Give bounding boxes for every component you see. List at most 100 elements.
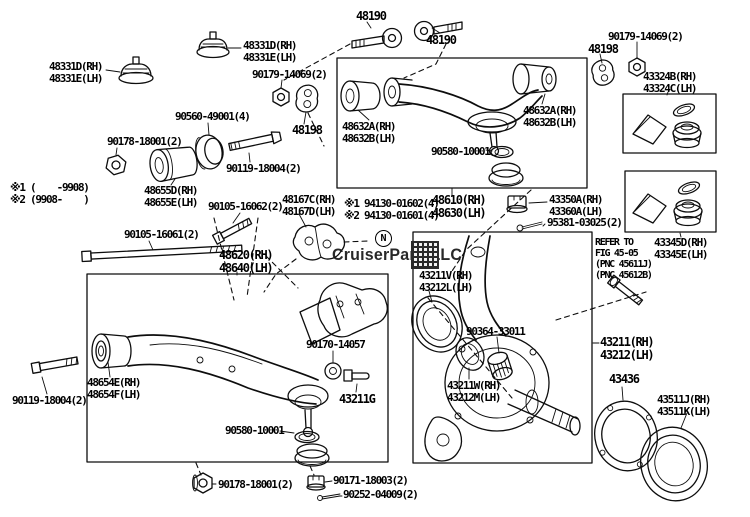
bolt-18004-upper-part (228, 131, 282, 152)
part-label-castle-nut-bottom: 90171-18003(2) (333, 475, 409, 487)
part-label-cam-bolt-1-line: 48190 (356, 9, 387, 23)
part-label-bearing-line: 90364-33011 (466, 325, 526, 338)
part-label-bump-stop-top-line: 48331E(LH) (243, 51, 298, 64)
part-label-uca-note-line: ※2 94130-01601(4) (344, 209, 440, 222)
seal-inner-part (455, 337, 485, 371)
part-label-kit-upper-line: 43324B(RH) (643, 70, 698, 83)
bolt-18004-lower-part (30, 356, 79, 374)
part-label-nut-14069-right: 90179-14069(2) (608, 30, 684, 43)
part-label-uca-assy-line: 48610(RH) (432, 193, 487, 207)
part-label-seal-inner-line: 43211W(RH) (447, 379, 502, 392)
washer-part (324, 362, 342, 380)
part-label-lca-ball-ring-line: 90580-10001 (225, 424, 285, 437)
part-label-bump-stop-left-line: 48331E(LH) (49, 72, 104, 85)
part-label-washer-line: 90170-14057 (306, 338, 366, 351)
solid-leader-lines (41, 21, 688, 497)
part-label-seal-inner: 43211W(RH)43212M(LH) (447, 379, 502, 404)
part-label-cotter-bottom: 90252-04009(2) (343, 489, 419, 501)
part-label-seal-outer-line: 43212L(LH) (419, 281, 474, 294)
lca-dust-cover-part (294, 443, 330, 467)
watermark-qr-code (411, 241, 439, 269)
kit-upper-contents (632, 103, 702, 149)
part-label-knuckle-castle-nut-line: 43350A(RH) (549, 193, 604, 206)
part-label-nut-18001-bottom: 90178-18001(2) (218, 479, 294, 491)
knuckle-castle-nut-part (506, 195, 528, 214)
part-label-bolt-16061-line: 90105-16061(2) (124, 228, 200, 241)
part-label-seal-outer: 43211V(RH)43212L(LH) (419, 270, 474, 294)
part-label-uca-note-line: ※1 94130-01602(4) (344, 197, 440, 210)
part-label-washer: 90170-14057 (306, 338, 366, 351)
nut-18001-upper-part (105, 154, 127, 176)
part-label-lca-ball-ring: 90580-10001 (225, 424, 285, 437)
part-label-legend-line: ※2 (9908- ) (10, 193, 90, 206)
part-label-uca-bushing-right-line: 48632B(LH) (523, 116, 578, 129)
part-label-uca-bushing-right: 48632A(RH)48632B(LH) (523, 105, 578, 129)
grommet-left-part (295, 84, 319, 113)
part-label-uca-bushing-left: 48632A(RH)48632B(LH) (342, 120, 397, 145)
part-label-grommet-left: 48198 (292, 124, 323, 137)
nut-18001-bottom-part (192, 472, 213, 494)
part-label-bolt-18004-upper: 90119-18004(2) (226, 162, 302, 175)
part-label-collar-line: 90560-49001(4) (175, 110, 251, 123)
part-label-collar: 90560-49001(4) (175, 110, 251, 123)
bolt-16062-part (211, 217, 253, 245)
part-label-nut-14069-right-line: 90179-14069(2) (608, 30, 684, 43)
part-label-bolt-18004-upper-line: 90119-18004(2) (226, 162, 302, 175)
spacer-bushing-part (149, 146, 198, 183)
part-label-uca-ball-ring-line: 90580-10001 (431, 145, 491, 158)
part-label-camber-cam-line: 48167C(RH) (282, 193, 337, 206)
part-label-lca-bushing-line: 48654F(LH) (87, 388, 142, 401)
part-label-kit-lower: 43345D(RH)43345E(LH) (654, 236, 709, 261)
part-label-bump-stop-top-line: 48331D(RH) (243, 39, 298, 52)
cam-bolt-1-part (351, 27, 403, 49)
seal-outer-part (411, 295, 463, 353)
bearing-part (487, 351, 513, 381)
bolt-g-part (343, 369, 370, 382)
part-label-lca-assy-line: 48640(LH) (219, 261, 274, 275)
part-label-oil-seal: 43511J(RH)43511K(LH) (657, 393, 712, 418)
part-label-knuckle-castle-nut-line: 43360A(LH) (549, 205, 604, 218)
part-label-spacer-bushing-line: 48655D(RH) (144, 184, 199, 197)
part-label-kit-upper: 43324B(RH)43324C(LH) (643, 70, 698, 95)
upper-control-arm-part (340, 63, 557, 157)
part-label-grommet-right-line: 48198 (588, 42, 619, 56)
oil-seal-part (640, 426, 708, 502)
bolt-16061-part (81, 244, 243, 263)
bump-stop-left-part (118, 56, 154, 85)
part-label-nut-18001-upper: 90178-18001(2) (107, 136, 183, 148)
part-label-nut-14069-left: 90179-14069(2) (252, 68, 328, 81)
part-label-bolt-16061: 90105-16061(2) (124, 228, 200, 241)
dashed-leader-lines (195, 43, 647, 476)
part-label-spacer-bushing: 48655D(RH)48655E(LH) (144, 184, 199, 209)
part-label-grommet-right: 48198 (588, 42, 619, 56)
part-label-nut-14069-left-line: 90179-14069(2) (252, 68, 328, 81)
part-label-seal-inner-line: 43212M(LH) (447, 391, 502, 404)
part-label-uca-bushing-left-line: 48632B(LH) (342, 132, 397, 145)
cotter-upper-part (516, 221, 543, 232)
part-label-oil-seal-line: 43511J(RH) (657, 393, 712, 406)
part-label-bolt-g: 43211G (339, 393, 376, 406)
knuckle-part (424, 235, 581, 462)
grommet-right-part (591, 59, 615, 86)
assembly-boxes (86, 57, 717, 464)
part-label-kit-lower-line: 43345E(LH) (654, 248, 709, 261)
part-label-cam-bolt-1: 48190 (356, 9, 387, 23)
part-label-lca-bushing: 48654E(RH)48654F(LH) (87, 377, 142, 401)
part-label-cam-bolt-2: 48190 (426, 34, 457, 47)
part-label-bolt-18004-lower: 90119-18004(2) (12, 394, 88, 407)
part-label-knuckle-line: 43212(LH) (600, 348, 655, 362)
note-circle-n: N (375, 230, 392, 247)
part-label-camber-cam-line: 48167D(LH) (282, 205, 337, 218)
part-label-spacer-bushing-line: 48655E(LH) (144, 196, 199, 209)
nut-14069-left-part (272, 87, 290, 107)
part-label-kit-lower-line: 43345D(RH) (654, 236, 709, 249)
part-label-uca-note: ※1 94130-01602(4)※2 94130-01601(4) (344, 197, 440, 222)
part-label-knuckle-line: 43211(RH) (600, 335, 655, 349)
part-label-bolt-18004-lower-line: 90119-18004(2) (12, 394, 88, 407)
part-label-legend-line: ※1 ( -9908) (10, 181, 90, 194)
part-label-uca-bushing-left-line: 48632A(RH) (342, 120, 397, 133)
gasket-part (594, 400, 658, 472)
